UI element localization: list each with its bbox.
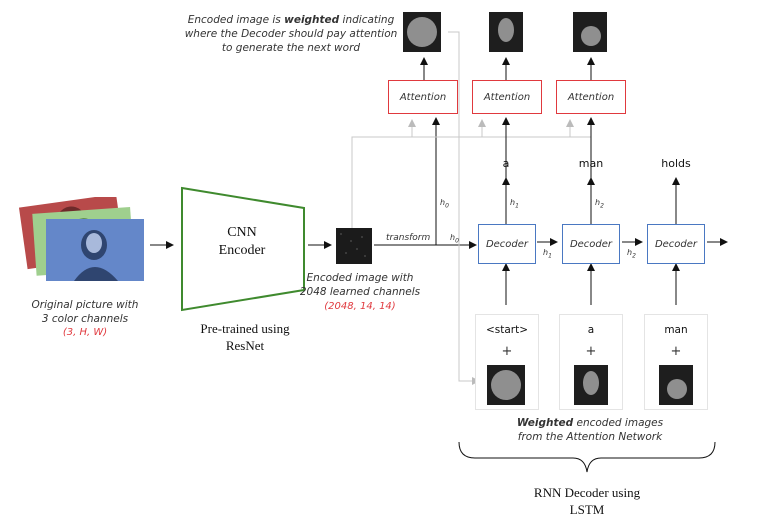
attention-weighted-thumbnail-1: [403, 12, 441, 52]
weighted-image-1: [487, 365, 525, 405]
cnn-encoder-label: CNN Encoder: [218, 225, 266, 258]
decoder-input-1: <start> +: [475, 314, 539, 410]
weighted-image-3: [659, 365, 693, 405]
attention-weighted-thumbnail-2: [489, 12, 523, 52]
plus-sign-3: +: [670, 344, 682, 359]
hidden-state-label-h2: h2: [627, 248, 636, 260]
attention-box-1: Attention: [388, 80, 458, 114]
hidden-state-label-h0: h0: [450, 233, 459, 245]
plus-sign-1: +: [501, 344, 513, 359]
weighted-images-note: Weighted encoded images from the Attenti…: [516, 417, 664, 443]
original-picture-stack: [18, 197, 144, 281]
hidden-state-label-h2-up: h2: [595, 198, 604, 210]
attention-box-3: Attention: [556, 80, 626, 114]
decoder-input-2: a +: [559, 314, 623, 410]
original-picture-shape: (3, H, W): [62, 327, 108, 338]
weighted-image-2: [574, 365, 608, 405]
cnn-encoder-shape: [181, 186, 305, 312]
attention-weighted-thumbnail-3: [573, 12, 607, 52]
output-word-1: a: [502, 157, 510, 170]
decoder-box-3: Decoder: [647, 224, 705, 264]
original-picture-caption: Original picture with 3 color channels: [31, 299, 139, 325]
hidden-state-label-h0-up: h0: [440, 198, 449, 210]
rnn-decoder-label: RNN Decoder using LSTM: [533, 485, 641, 517]
encoded-image-caption: Encoded image with 2048 learned channels: [299, 272, 421, 298]
decoder-input-word-2: a: [587, 324, 595, 336]
decoder-box-1: Decoder: [478, 224, 536, 264]
attention-explanation-note: Encoded image is weighted indicating whe…: [184, 14, 398, 54]
encoded-image-shape: (2048, 14, 14): [324, 301, 396, 312]
transform-label: transform: [386, 233, 431, 243]
decoder-input-word-1: <start>: [485, 324, 529, 336]
decoder-box-2: Decoder: [562, 224, 620, 264]
pretrained-resnet-label: Pre-trained using ResNet: [200, 321, 290, 353]
encoded-image: [336, 228, 372, 264]
output-word-3: holds: [661, 157, 691, 170]
hidden-state-label-h1-up: h1: [510, 198, 519, 210]
decoder-input-word-3: man: [664, 324, 688, 336]
hidden-state-label-h1: h1: [543, 248, 552, 260]
attention-box-2: Attention: [472, 80, 542, 114]
plus-sign-2: +: [585, 344, 597, 359]
output-word-2: man: [578, 157, 604, 170]
